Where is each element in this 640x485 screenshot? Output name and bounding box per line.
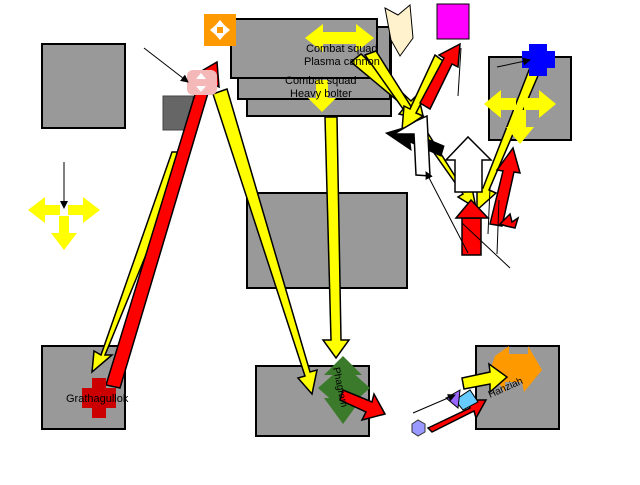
red-arrow-from-magenta — [419, 42, 461, 111]
pink-marker-glyph — [196, 73, 206, 92]
red-arrow-right-short — [498, 212, 520, 229]
terrain-top-left — [41, 43, 126, 129]
light-blue-hexagon — [411, 419, 426, 437]
yellow-squad-arrows — [305, 24, 374, 112]
orange-marker-glyph — [210, 20, 230, 40]
violet-arrow — [445, 389, 461, 409]
terrain-bottom-left — [41, 345, 126, 430]
grathagullok-marker — [82, 378, 116, 418]
pink-marker — [187, 70, 217, 95]
terrain-stack-front — [230, 18, 378, 79]
pointer-lines — [60, 47, 531, 414]
yellow-tri-arrow-left — [28, 197, 100, 250]
hanziah-yellow-arrow — [461, 362, 509, 394]
magenta-marker — [436, 3, 470, 40]
red-vehicle — [461, 217, 482, 256]
white-arrow-left — [391, 114, 431, 177]
light-blue-arrow — [454, 389, 479, 411]
label-grathagullok: Grathagullok — [66, 393, 129, 405]
white-arrow-up — [444, 135, 493, 193]
label-combat-squad-plasma-1: Combat squad — [306, 43, 378, 55]
orange-unit-marker — [204, 14, 236, 46]
label-combat-squad-bolter-2: Heavy bolter — [290, 88, 352, 100]
label-combat-squad-plasma-2: Plasma cannon — [304, 56, 380, 68]
label-combat-squad-bolter-1: Combat squad — [285, 75, 357, 87]
red-arrow-right-up — [489, 146, 522, 227]
yellow-tri-arrow-right — [484, 90, 556, 144]
yellow-arrow-center-down — [321, 116, 351, 360]
red-vehicle-arrowhead — [454, 198, 490, 219]
yellow-arrow-to-phagram — [212, 88, 318, 396]
cream-chevron-marker — [384, 4, 414, 57]
phagram-red-arrow — [339, 388, 387, 422]
